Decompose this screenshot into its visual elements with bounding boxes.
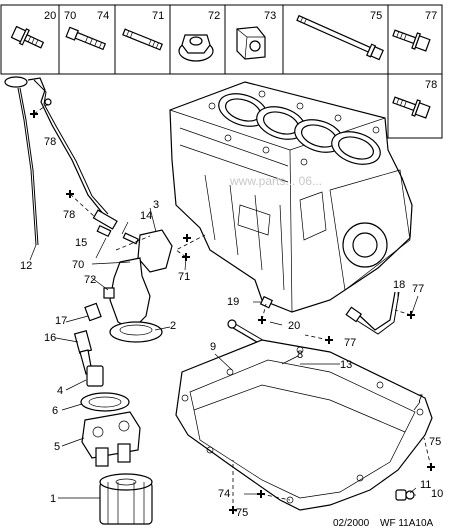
long-bolt-icon — [296, 14, 384, 61]
callout-78-guide: 78 — [63, 209, 75, 221]
dipstick-assembly — [4, 76, 118, 246]
callout-labels: 1 2 3 4 5 6 7 8 9 10 11 12 13 14 15 16 1… — [20, 136, 443, 519]
clip-nut-icon — [236, 26, 266, 60]
callout-5: 5 — [54, 441, 60, 453]
callout-72: 72 — [84, 274, 96, 286]
stud-icon — [122, 28, 163, 51]
callout-75-sump: 75 — [236, 507, 248, 519]
callout-11: 11 — [420, 479, 431, 491]
callout-78: 78 — [44, 136, 56, 148]
flanged-bolt-icon — [10, 25, 45, 49]
callout-77: 77 — [344, 337, 356, 349]
footer-date: 02/2000 — [333, 518, 370, 529]
legend-ref-74: 74 — [97, 10, 109, 22]
callout-8: 8 — [297, 349, 303, 361]
callout-19: 19 — [227, 296, 239, 308]
breather-pipe — [345, 291, 400, 335]
callout-16: 16 — [44, 332, 56, 344]
watermark: www.parts... 06... — [229, 174, 322, 188]
callout-9: 9 — [210, 341, 216, 353]
callout-4: 4 — [57, 385, 63, 397]
oil-sump-illustration — [175, 339, 433, 511]
bolt-icon — [65, 26, 107, 51]
callout-1: 1 — [50, 493, 56, 505]
flanged-bolt-icon — [392, 96, 431, 119]
callout-71: 71 — [178, 271, 190, 283]
callout-70: 70 — [72, 259, 84, 271]
callout-3: 3 — [153, 199, 159, 211]
legend-ref-73: 73 — [264, 10, 276, 22]
legend-ref-77: 77 — [425, 10, 437, 22]
legend-ref-20: 20 — [44, 10, 56, 22]
callout-10: 10 — [431, 488, 443, 500]
callout-14: 14 — [140, 210, 152, 222]
callout-17: 17 — [55, 315, 67, 327]
legend-ref-70: 70 — [64, 10, 76, 22]
callout-18: 18 — [393, 279, 405, 291]
callout-13: 13 — [340, 359, 352, 371]
oil-filter-icon — [99, 473, 153, 525]
footer-code: WF 11A10A — [380, 518, 433, 529]
callout-6: 6 — [52, 405, 58, 417]
callout-74: 74 — [218, 488, 230, 500]
legend-ref-71: 71 — [152, 10, 164, 22]
callout-75-side: 75 — [429, 436, 441, 448]
leader-lines — [29, 207, 421, 512]
callout-2: 2 — [170, 320, 176, 332]
callout-20: 20 — [288, 320, 300, 332]
fastener-legend: 20 70 74 71 72 73 75 77 78 — [0, 4, 443, 139]
callout-77-breather: 77 — [412, 283, 424, 295]
flanged-bolt-icon — [392, 29, 431, 52]
callout-15: 15 — [75, 237, 87, 249]
callout-12: 12 — [20, 260, 32, 272]
flange-nut-icon — [178, 34, 214, 62]
callout-7: 7 — [417, 393, 423, 405]
legend-ref-78: 78 — [425, 79, 437, 91]
legend-ref-72: 72 — [208, 10, 220, 22]
footer: 02/2000 WF 11A10A — [333, 518, 433, 529]
loose-fasteners — [96, 224, 274, 309]
legend-ref-75: 75 — [370, 10, 382, 22]
fitting-lines — [33, 103, 432, 510]
engine-block-illustration — [169, 81, 413, 313]
oil-pump-assembly — [73, 229, 173, 525]
